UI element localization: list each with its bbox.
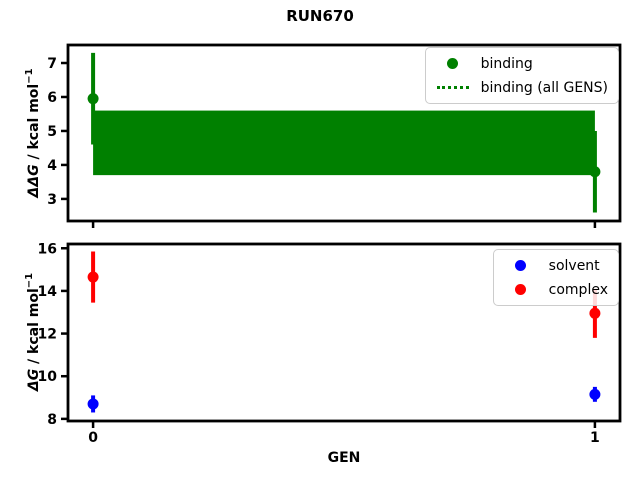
y-tick-label: 4 [47,158,57,174]
y-tick-label: 6 [47,90,57,106]
legend-label-solvent: solvent [548,257,600,274]
x-tick-label: 0 [88,430,98,446]
subplot-0: 3 4 5 6 7 [47,43,622,228]
ylabel-rest-top: / kcal mol [25,83,42,165]
y-tick-label: 10 [38,369,58,385]
legend-entry-complex: complex [503,279,608,300]
complex-marker-gen0 [87,271,99,283]
ylabel-sup-bottom: −1 [24,272,36,289]
top-plot-ylabel: ΔΔG / kcal mol−1 [24,68,42,197]
legend-glyph-box [503,260,539,271]
y-tick-label: 14 [38,284,58,300]
bottom-plot-ylabel: ΔG / kcal mol−1 [24,273,42,391]
legend-entry-solvent: solvent [503,255,608,276]
solvent-marker-gen0 [87,398,99,410]
legend-entry-binding: binding [435,53,608,74]
complex-dot-icon [515,284,527,295]
axes-frame [66,242,622,423]
legend-glyph-box [503,284,539,295]
ylabel-rest-bottom: / kcal mol [25,288,42,369]
binding-dot-icon [447,58,459,69]
legend-glyph-box [435,86,471,89]
legend-label-binding-all-gens: binding (all GENS) [480,79,608,96]
y-tick-label: 8 [47,412,57,428]
legend-top: binding binding (all GENS) [424,47,619,104]
legend-glyph-box [435,58,471,69]
xlabel-gen: GEN [327,450,361,466]
dotted-line-icon [436,86,469,89]
y-tick-label: 12 [38,327,57,343]
ylabel-sup-top: −1 [24,68,36,84]
legend-entry-binding-all-gens: binding (all GENS) [435,77,608,98]
axes-frame [66,43,622,223]
y-tick-label: 16 [38,241,57,257]
binding-marker-gen0 [87,93,99,105]
band-binding-all-gens [93,110,595,176]
ylabel-math-bottom: ΔG [25,368,42,392]
legend-bottom: solvent complex [492,249,619,306]
solvent-dot-icon [515,260,527,271]
complex-marker-gen1 [589,307,601,319]
legend-label-binding: binding [480,55,533,72]
y-tick-label: 3 [47,192,57,208]
binding-marker-gen1 [589,166,601,178]
ylabel-math-top: ΔΔG [25,164,42,198]
y-tick-label: 7 [47,56,57,72]
solvent-marker-gen1 [589,388,601,400]
legend-label-complex: complex [548,281,608,298]
y-tick-label: 5 [47,124,57,140]
x-tick-label: 1 [590,430,600,446]
figure-title: RUN670 [286,7,354,25]
